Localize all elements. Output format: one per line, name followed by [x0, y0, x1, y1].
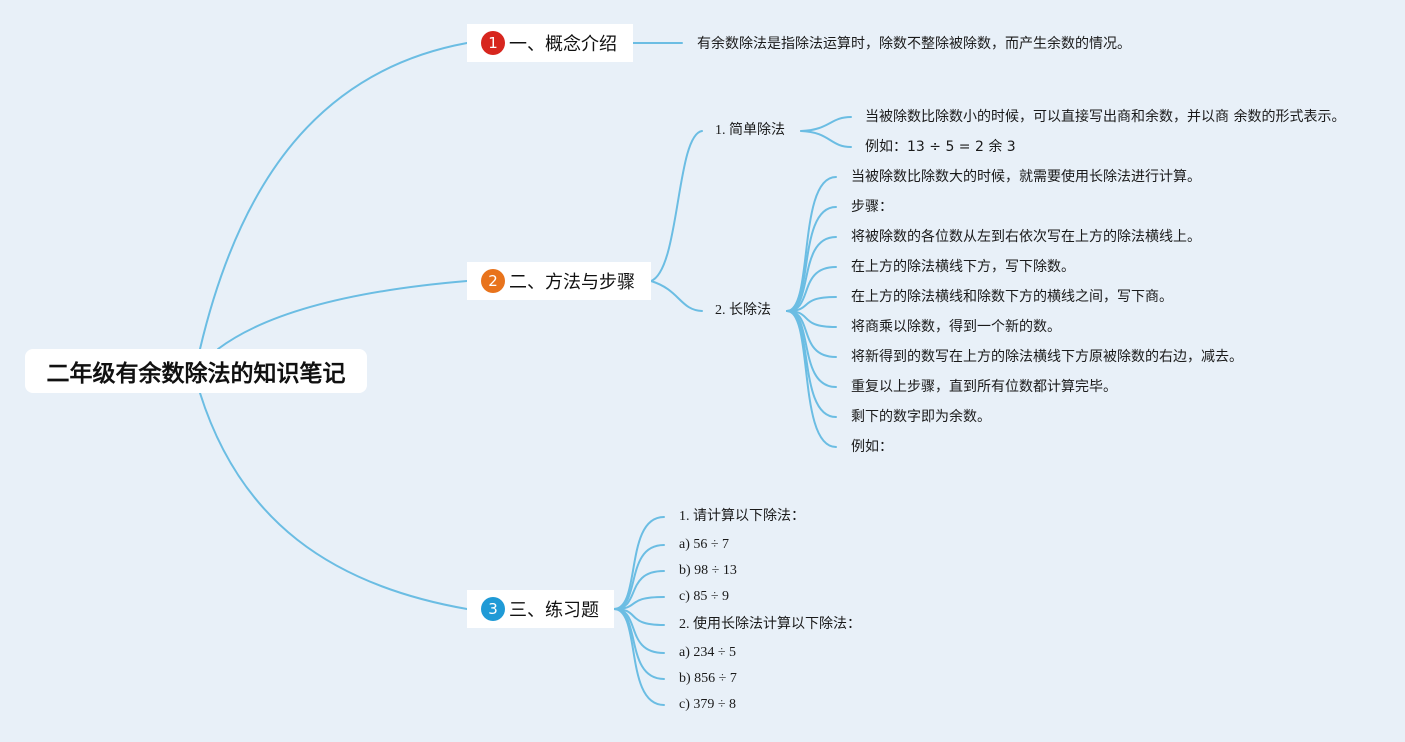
practice-item: 1. 请计算以下除法： [679, 509, 805, 524]
long-division-item: 将新得到的数写在上方的除法横线下方原被除数的右边，减去。 [851, 349, 1243, 365]
long-division-item: 将被除数的各位数从左到右依次写在上方的除法横线上。 [851, 229, 1201, 245]
link-long-item-3 [786, 266, 837, 312]
subtopic-simple-division: 1. 简单除法 [715, 123, 785, 138]
link-practice-item-0 [613, 516, 665, 610]
long-division-item: 将商乘以除数，得到一个新的数。 [851, 319, 1061, 335]
branch-label: 二、方法与步骤 [509, 272, 635, 293]
long-division-item: 重复以上步骤，直到所有位数都计算完毕。 [851, 379, 1117, 395]
practice-item: a) 234 ÷ 5 [679, 645, 737, 660]
number-badge: 1 [481, 31, 505, 55]
link-practice-item-1 [613, 544, 665, 610]
long-division-links [786, 176, 837, 448]
root-title: 二年级有余数除法的知识笔记 [25, 349, 367, 393]
practice-item: c) 379 ÷ 8 [679, 697, 737, 712]
subtopic-long-division: 2. 长除法 [715, 303, 771, 318]
long-division-item: 在上方的除法横线和除数下方的横线之间，写下商。 [851, 289, 1173, 305]
branch-label: 一、概念介绍 [509, 34, 617, 55]
link-b2-long [650, 280, 703, 312]
link-simple-2 [800, 130, 852, 148]
practice-links [613, 516, 665, 706]
link-long-item-6 [786, 310, 837, 358]
branch-methods: 2 二、方法与步骤 [467, 262, 651, 300]
long-division-item: 剩下的数字即为余数。 [851, 409, 991, 425]
link-root-b3 [199, 392, 468, 610]
practice-item: c) 85 ÷ 9 [679, 589, 730, 604]
link-practice-item-5 [613, 608, 665, 654]
long-division-item: 步骤： [851, 199, 893, 215]
number-badge: 2 [481, 269, 505, 293]
practice-item: 2. 使用长除法计算以下除法： [679, 617, 861, 632]
link-long-item-1 [786, 206, 837, 312]
branch-label: 三、练习题 [509, 600, 599, 621]
link-root-b1 [199, 42, 468, 350]
link-b2-simple [650, 130, 703, 282]
practice-item: b) 856 ÷ 7 [679, 671, 737, 686]
link-practice-item-2 [613, 570, 665, 610]
simple-division-item: 例如：13 ÷ 5 = 2 余 3 [865, 139, 1016, 155]
link-long-item-0 [786, 176, 837, 312]
simple-division-item: 当被除数比除数小的时候，可以直接写出商和余数，并以商 余数的形式表示。 [865, 109, 1346, 125]
long-division-item: 当被除数比除数大的时候，就需要使用长除法进行计算。 [851, 169, 1201, 185]
practice-item: b) 98 ÷ 13 [679, 563, 737, 578]
link-long-item-9 [786, 310, 837, 448]
link-practice-item-7 [613, 608, 665, 706]
branch-practice: 3 三、练习题 [467, 590, 614, 628]
long-division-item: 例如： [851, 439, 893, 455]
link-simple-1 [800, 116, 852, 132]
branch-concept: 1 一、概念介绍 [467, 24, 633, 62]
link-root-b2 [217, 280, 468, 350]
link-long-item-2 [786, 236, 837, 312]
concept-content: 有余数除法是指除法运算时，除数不整除被除数，而产生余数的情况。 [697, 36, 1131, 52]
long-division-item: 在上方的除法横线下方，写下除数。 [851, 259, 1075, 275]
practice-item: a) 56 ÷ 7 [679, 537, 730, 552]
number-badge: 3 [481, 597, 505, 621]
